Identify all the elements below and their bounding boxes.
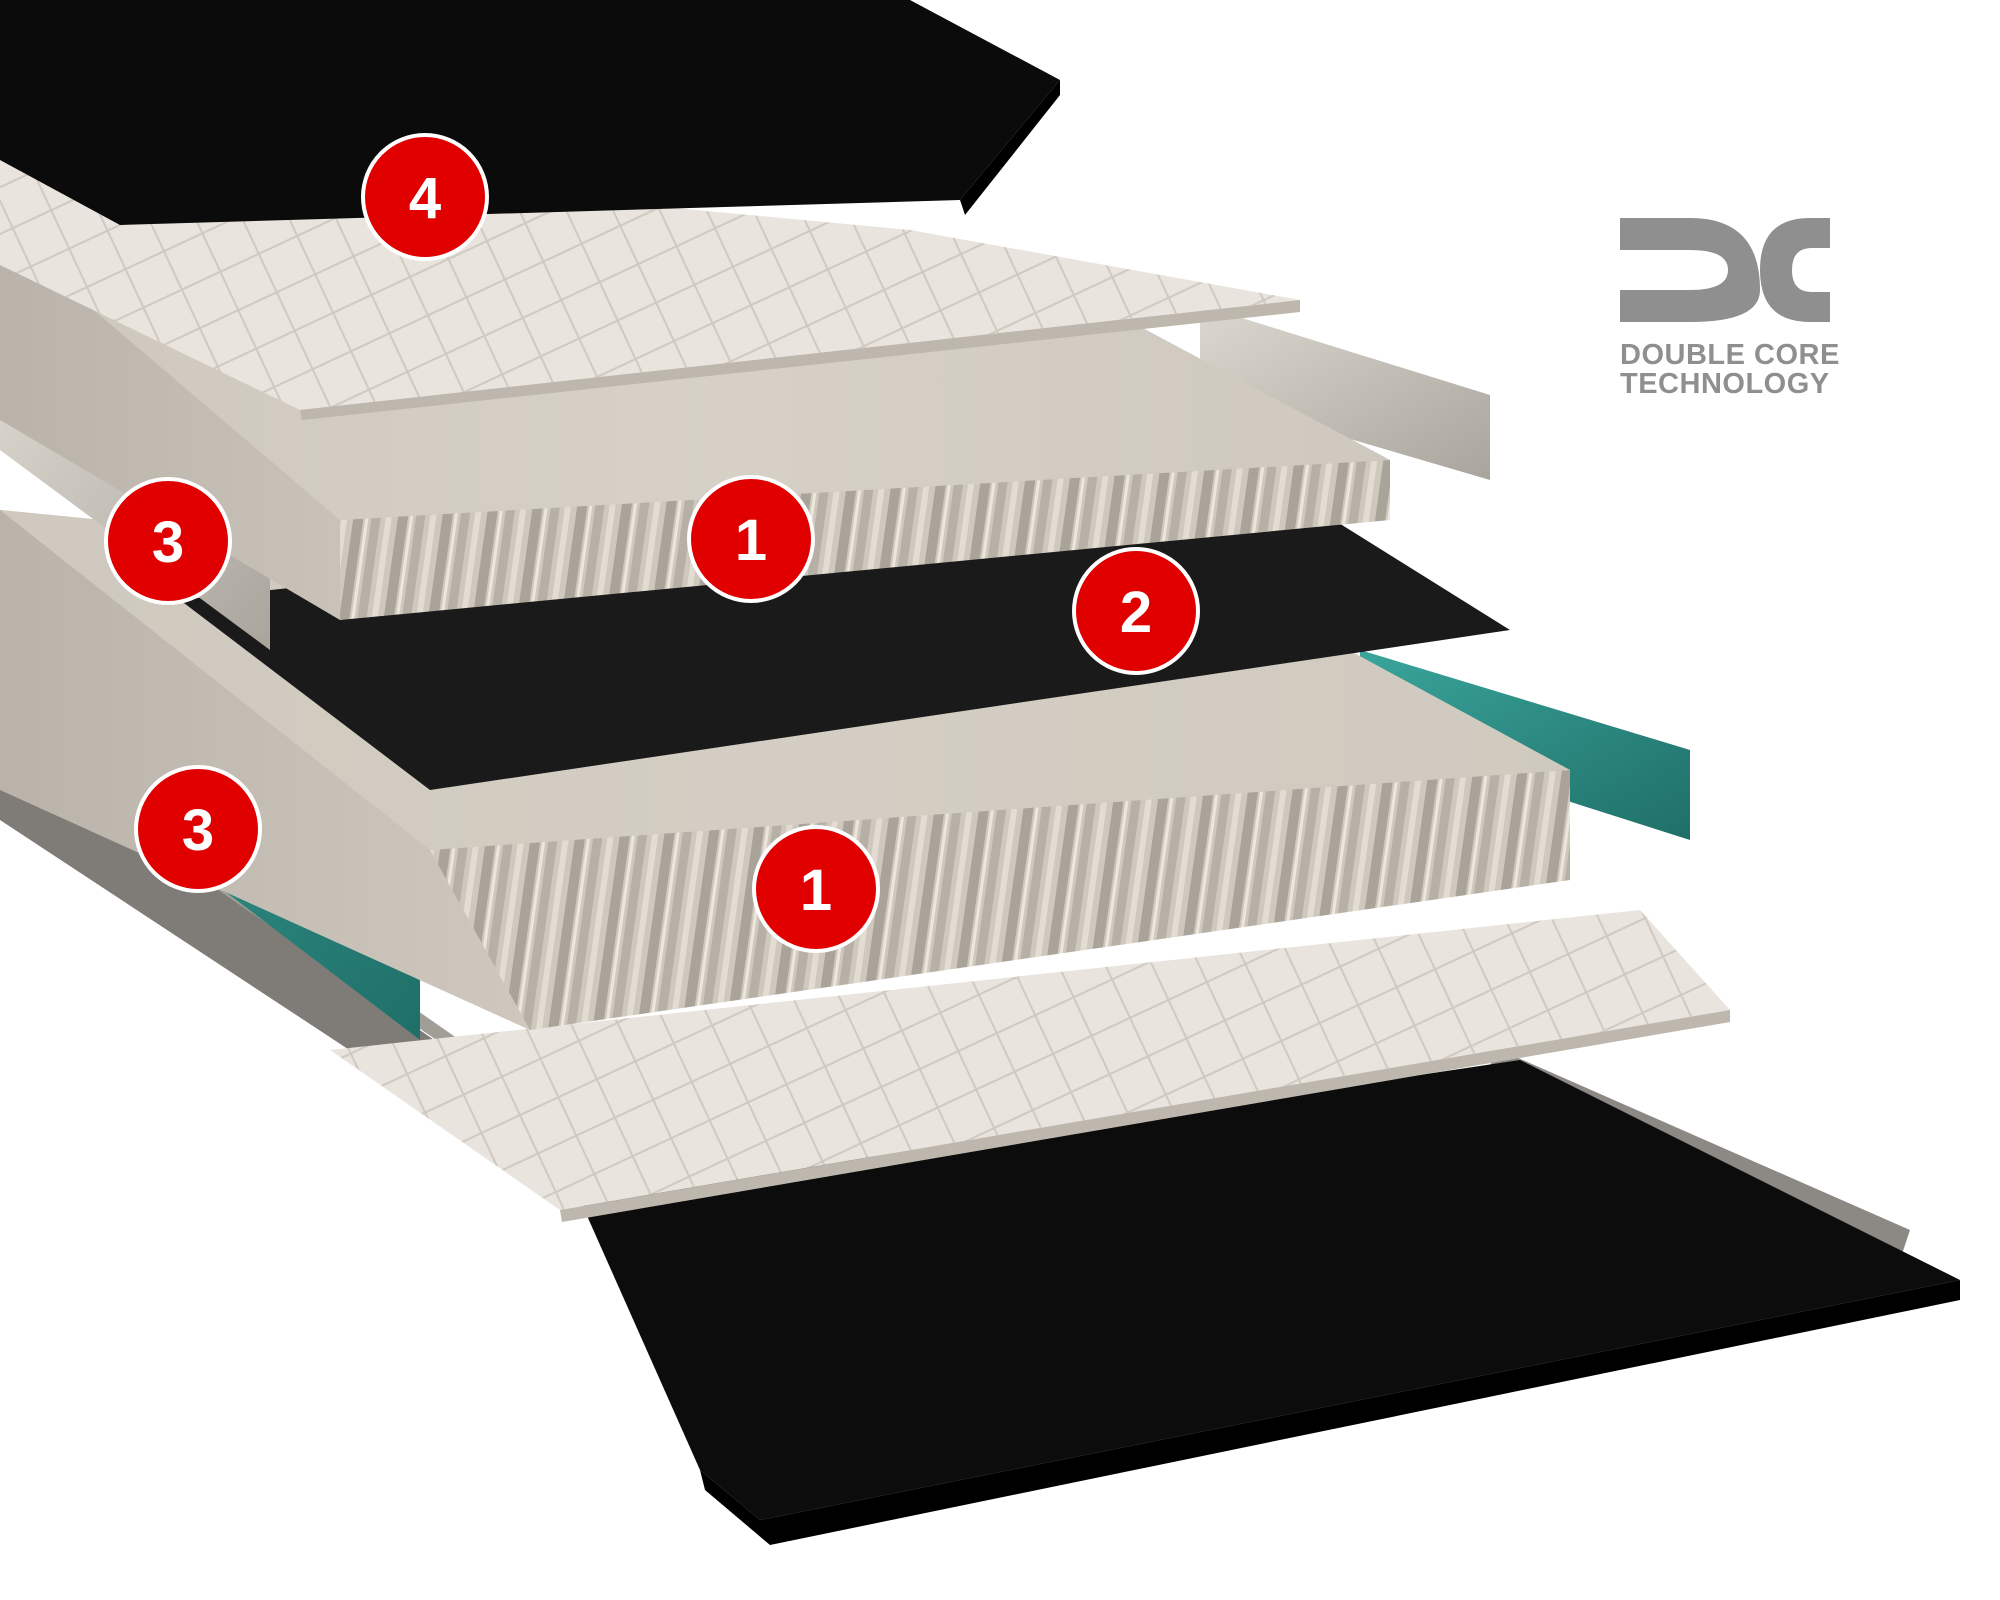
marker-1b-label: 1: [800, 858, 832, 923]
logo-line-2: TECHNOLOGY: [1620, 368, 1830, 400]
marker-4-topsheet: 4: [361, 133, 489, 261]
marker-3-upper-sidewall: 3: [104, 477, 232, 605]
marker-1a-label: 1: [735, 508, 767, 573]
logo-line-1: DOUBLE CORE: [1620, 339, 1840, 371]
dc-logo-mark: [1620, 218, 1830, 322]
base-layer: [580, 1060, 1960, 1545]
marker-1-lower-core: 1: [752, 825, 880, 953]
topsheet-layer: [0, 0, 1060, 225]
marker-2-label: 2: [1120, 580, 1152, 645]
marker-3-lower-sidewall: 3: [134, 765, 262, 893]
lower-fiberglass-layer: [330, 910, 1730, 1222]
marker-4-label: 4: [409, 166, 441, 231]
middle-layer: [180, 480, 1510, 790]
marker-3b-label: 3: [182, 798, 214, 863]
marker-1-upper-core: 1: [687, 475, 815, 603]
marker-2-middle-layer: 2: [1072, 547, 1200, 675]
double-core-logo: DOUBLE CORE TECHNOLOGY: [1620, 218, 1840, 400]
marker-3a-label: 3: [152, 510, 184, 575]
